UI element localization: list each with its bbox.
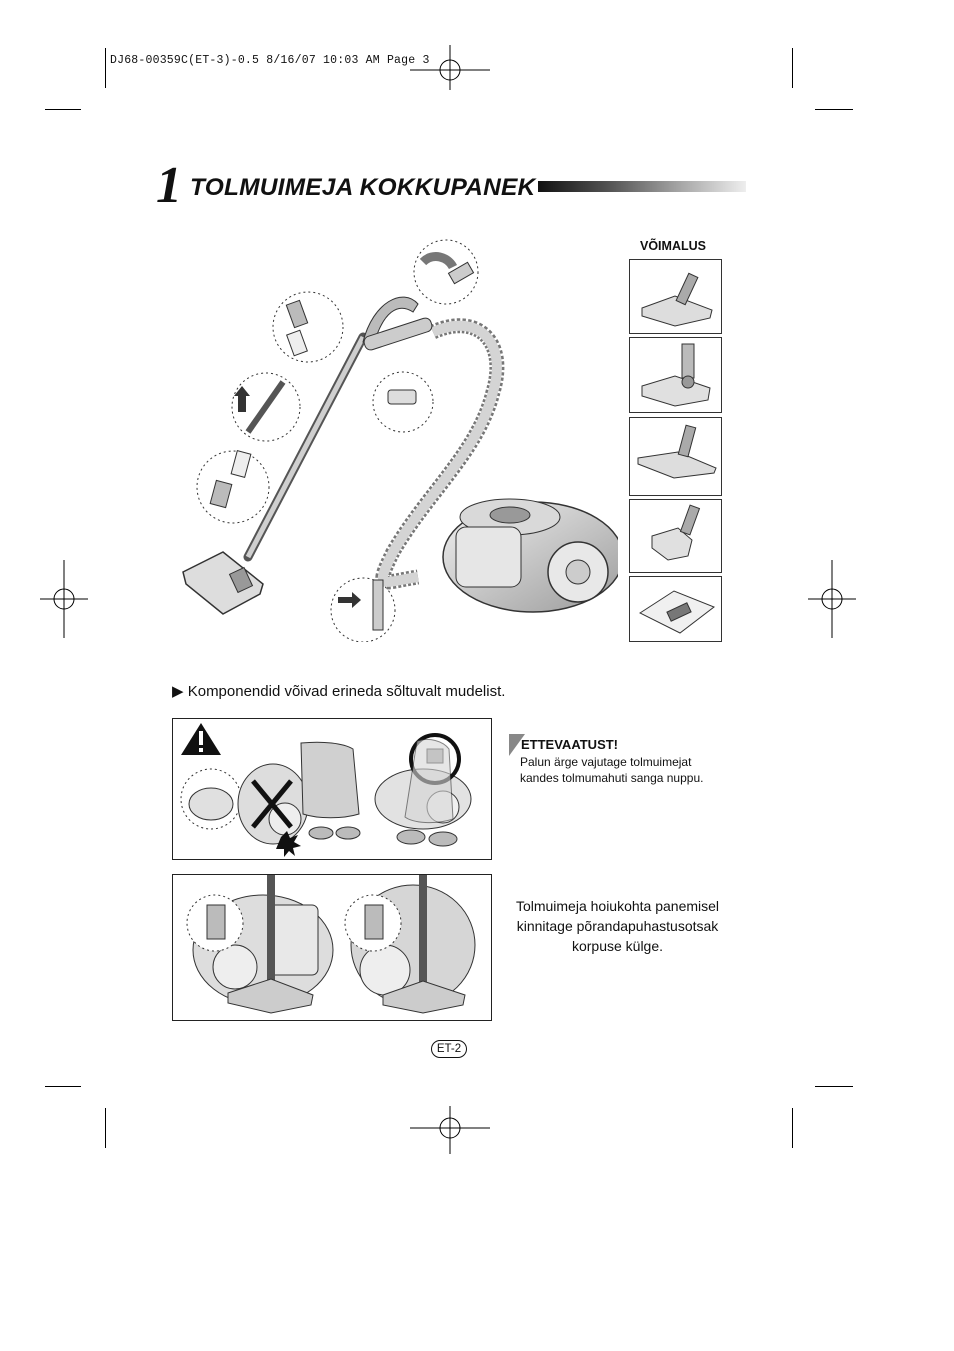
storage-illustration — [186, 875, 476, 1014]
registration-mark-right — [808, 560, 856, 638]
print-slug: DJ68-00359C(ET-3)-0.5 8/16/07 10:03 AM P… — [110, 54, 430, 67]
caution-title-row: ETTEVAATUST! — [509, 734, 751, 756]
title-gradient-bar — [538, 181, 746, 192]
crop-mark — [815, 1086, 853, 1087]
warning-illustration-frame — [172, 718, 492, 860]
option-turbo-brush — [629, 337, 722, 413]
models-note: ▶ Komponendid võivad erineda sõltuvalt m… — [172, 682, 505, 700]
crop-mark — [792, 48, 793, 88]
page-title: TOLMUIMEJA KOKKUPANEK — [190, 174, 536, 201]
dust-bag-icon — [638, 590, 716, 634]
caution-flag-icon — [509, 734, 525, 756]
option-parquet-brush — [629, 417, 722, 496]
turbo-brush-icon — [641, 343, 711, 407]
mini-turbo-brush-icon — [651, 504, 701, 561]
storage-line-1: Tolmuimeja hoiukohta panemisel — [515, 898, 720, 914]
crop-mark — [45, 109, 81, 110]
options-label: VÕIMALUS — [640, 239, 706, 253]
assembly-illustration — [182, 239, 618, 642]
section-number: 1 — [156, 157, 182, 214]
page-number: ET-2 — [431, 1040, 467, 1058]
caution-line-2: kandes tolmumahuti sanga nuppu. — [520, 771, 704, 785]
option-floor-brush — [629, 259, 722, 334]
registration-mark-bottom — [410, 1106, 490, 1154]
registration-mark-top — [410, 45, 490, 90]
storage-line-2: kinnitage põrandapuhastusotsak — [516, 918, 719, 934]
floor-brush-icon — [641, 272, 713, 327]
triangle-bullet-icon: ▶ — [172, 683, 184, 700]
parquet-brush-icon — [637, 424, 717, 479]
storage-instruction: Tolmuimeja hoiukohta panemisel kinnitage… — [505, 896, 730, 956]
caution-block: ETTEVAATUST! Palun ärge vajutage tolmuim… — [509, 734, 751, 786]
storage-illustration-frame — [172, 874, 492, 1021]
option-mini-turbo-brush — [629, 499, 722, 573]
crop-mark — [105, 48, 106, 88]
warning-illustration — [180, 723, 472, 857]
caution-title: ETTEVAATUST! — [521, 737, 619, 752]
storage-line-3: korpuse külge. — [571, 938, 664, 954]
option-dust-bag — [629, 576, 722, 642]
crop-mark — [792, 1108, 793, 1148]
caution-text: Palun ärge vajutage tolmuimejat kandes t… — [511, 754, 751, 786]
models-note-text: Komponendid võivad erineda sõltuvalt mud… — [187, 683, 506, 700]
crop-mark — [815, 109, 853, 110]
caution-line-1: Palun ärge vajutage tolmuimejat — [520, 755, 692, 769]
crop-mark — [45, 1086, 81, 1087]
crop-mark — [105, 1108, 106, 1148]
registration-mark-left — [40, 560, 88, 638]
